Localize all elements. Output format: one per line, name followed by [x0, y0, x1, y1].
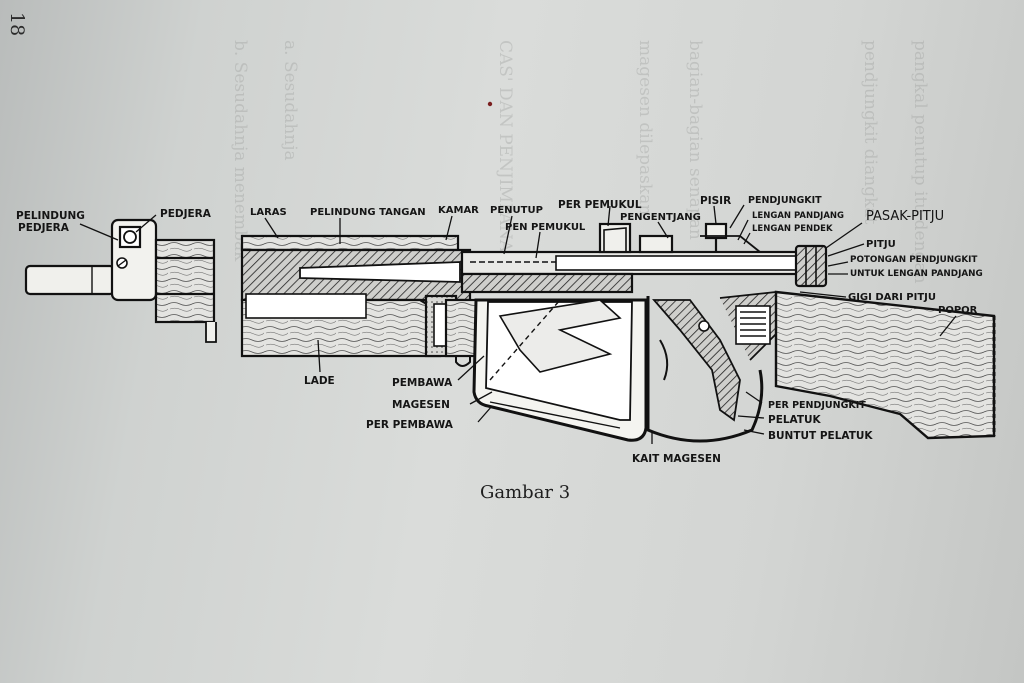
label-kait-magesen: KAIT MAGESEN	[632, 453, 721, 465]
label-per-pemukul: PER PEMUKUL	[558, 199, 642, 211]
label-potongan-pendjungkit-2: UNTUK LENGAN PANDJANG	[850, 269, 983, 279]
receiver-and-bolt	[460, 222, 828, 294]
label-buntut-pelatuk: BUNTUT PELATUK	[768, 430, 873, 442]
label-pelindung-tangan: PELINDUNG TANGAN	[310, 207, 426, 218]
label-gigi-dari-pitju: GIGI DARI PITJU	[848, 292, 936, 303]
label-pisir: PISIR	[700, 195, 731, 207]
label-pengentjang: PENGENTJANG	[620, 212, 701, 223]
barrel-and-stock-front	[240, 234, 478, 367]
label-pitju: PITJU	[866, 239, 896, 250]
label-potongan-pendjungkit-1: POTONGAN PENDJUNGKIT	[850, 255, 977, 265]
label-pen-pemukul: PEN PEMUKUL	[505, 222, 586, 233]
part-labels: PELINDUNG PEDJERA PEDJERA LARAS PELINDUN…	[16, 195, 983, 465]
magazine	[472, 298, 648, 442]
butt-stock	[774, 290, 996, 440]
label-lengan-pendek: LENGAN PENDEK	[752, 224, 833, 234]
label-penutup: PENUTUP	[490, 205, 543, 216]
label-magesen: MAGESEN	[392, 399, 450, 411]
label-per-pembawa: PER PEMBAWA	[366, 419, 454, 431]
label-kamar: KAMAR	[438, 205, 479, 216]
leader-lines	[79, 204, 957, 444]
ink-speck	[487, 101, 493, 107]
label-pasak-pitju: PASAK-PITJU	[866, 209, 944, 224]
trigger-group	[646, 291, 781, 443]
label-pelindung-pedjera-1: PELINDUNG	[16, 210, 85, 222]
label-laras: LARAS	[250, 207, 287, 218]
label-popor: POPOR	[938, 305, 978, 316]
label-per-pendjungkit: PER PENDJUNGKIT	[768, 400, 866, 411]
label-pembawa: PEMBAWA	[392, 377, 453, 389]
label-lade: LADE	[304, 375, 335, 387]
label-pedjera: PEDJERA	[160, 208, 212, 220]
label-lengan-pandjang: LENGAN PANDJANG	[752, 211, 844, 221]
label-pelindung-pedjera-2: PEDJERA	[18, 222, 70, 234]
figure-caption: Gambar 3	[480, 482, 571, 503]
label-pendjungkit: PENDJUNGKIT	[748, 195, 822, 206]
label-pelatuk: PELATUK	[768, 414, 822, 426]
muzzle-assembly	[24, 218, 217, 343]
